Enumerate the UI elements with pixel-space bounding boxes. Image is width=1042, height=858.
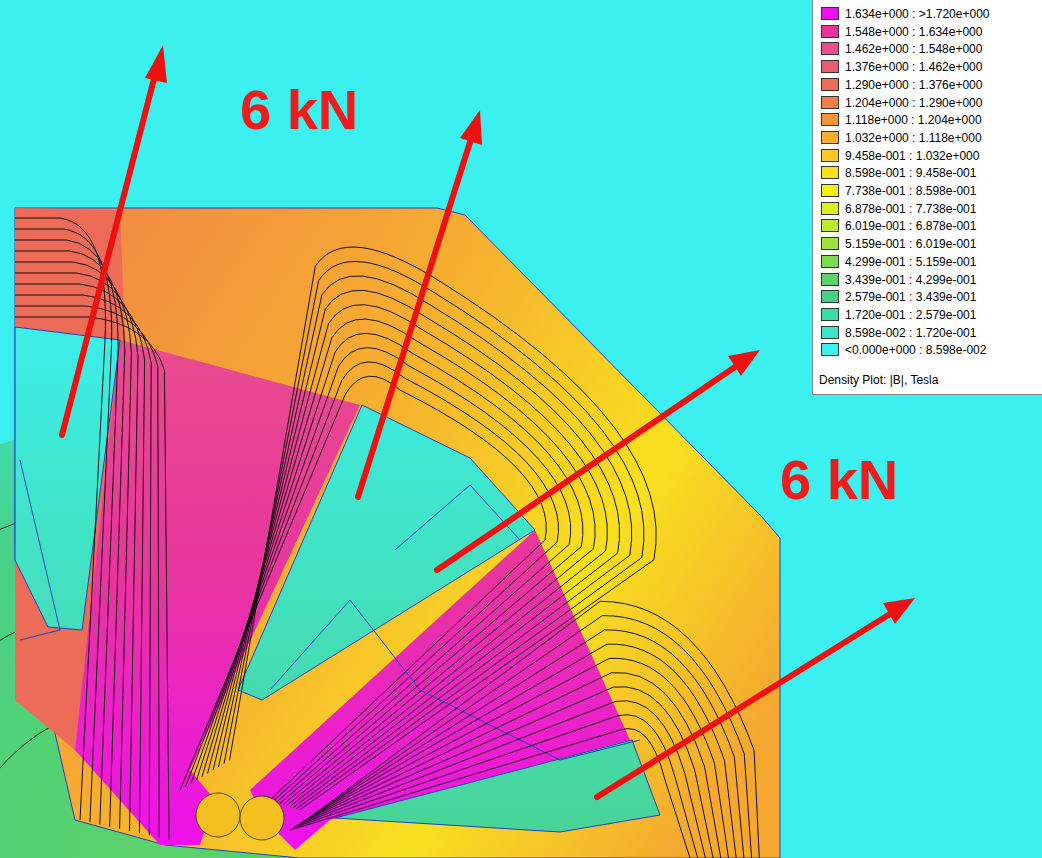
legend-text: 6.019e-001 : 6.878e-001	[845, 218, 976, 234]
legend-text: 1.118e+000 : 1.204e+000	[845, 112, 982, 128]
legend-swatch	[821, 96, 839, 109]
legend-swatch	[821, 113, 839, 126]
legend-swatch	[821, 237, 839, 250]
legend-swatch	[821, 7, 839, 20]
legend-text: 6.878e-001 : 7.738e-001	[845, 201, 976, 217]
legend-text: 1.462e+000 : 1.548e+000	[845, 41, 982, 57]
legend-swatch	[821, 202, 839, 215]
legend-swatch	[821, 184, 839, 197]
legend-panel: 1.634e+000 : >1.720e+000 1.548e+000 : 1.6…	[812, 0, 1042, 395]
legend-text: 3.439e-001 : 4.299e-001	[845, 272, 976, 288]
legend-text: 1.204e+000 : 1.290e+000	[845, 95, 982, 111]
legend-text: 1.548e+000 : 1.634e+000	[845, 24, 982, 40]
legend-swatch	[821, 60, 839, 73]
legend-text: 8.598e-002 : 1.720e-001	[845, 325, 976, 341]
legend-text: 1.376e+000 : 1.462e+000	[845, 59, 982, 75]
legend-text: 8.598e-001 : 9.458e-001	[845, 165, 976, 181]
legend-swatch	[821, 308, 839, 321]
legend-text: 7.738e-001 : 8.598e-001	[845, 183, 976, 199]
legend-text: 1.032e+000 : 1.118e+000	[845, 130, 982, 146]
legend-swatch	[821, 131, 839, 144]
legend-swatch	[821, 343, 839, 356]
force-label: 6 kN	[240, 82, 358, 138]
legend-text: 1.634e+000 : >1.720e+000	[845, 6, 989, 22]
legend-text: 4.299e-001 : 5.159e-001	[845, 254, 976, 270]
legend-text: 5.159e-001 : 6.019e-001	[845, 236, 976, 252]
legend-swatch	[821, 255, 839, 268]
legend-swatch	[821, 25, 839, 38]
legend-swatch	[821, 290, 839, 303]
legend-swatch	[821, 166, 839, 179]
legend-text: 1.290e+000 : 1.376e+000	[845, 77, 982, 93]
force-label: 6 kN	[780, 452, 898, 508]
legend-title: Density Plot: |B|, Tesla	[819, 372, 938, 388]
legend-text: 2.579e-001 : 3.439e-001	[845, 289, 976, 305]
legend-swatch	[821, 42, 839, 55]
legend-text: <0.000e+000 : 8.598e-002	[845, 342, 986, 358]
legend-swatch	[821, 326, 839, 339]
legend-swatch	[821, 78, 839, 91]
legend-swatch	[821, 219, 839, 232]
legend-swatch	[821, 149, 839, 162]
legend-swatch	[821, 273, 839, 286]
legend-text: 1.720e-001 : 2.579e-001	[845, 307, 976, 323]
legend-text: 9.458e-001 : 1.032e+000	[845, 148, 979, 164]
